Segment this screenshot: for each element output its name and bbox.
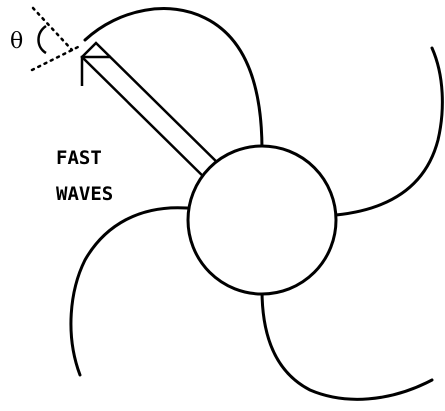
spiral-arm-right: [334, 46, 444, 217]
angle-dotted-line-upper: [31, 6, 74, 52]
arrow-head: [80, 55, 111, 86]
spiral-arm-upper: [83, 7, 264, 152]
spiral-arm-lower: [260, 288, 434, 401]
arrow-outline: [80, 41, 230, 189]
label-waves: WAVES: [56, 183, 113, 205]
fast-waves-arrow: [80, 41, 230, 189]
spiral-arms: [69, 7, 444, 401]
spiral-arm-left: [69, 206, 189, 377]
angle-dotted-line-lower: [30, 44, 82, 72]
fast-waves-label: FAST WAVES: [56, 147, 113, 205]
center-circle: [186, 144, 338, 296]
angle-arc: [37, 24, 47, 55]
angle-theta-symbol: θ: [10, 29, 23, 54]
angle-marker: θ: [10, 6, 82, 72]
label-fast: FAST: [56, 147, 102, 169]
